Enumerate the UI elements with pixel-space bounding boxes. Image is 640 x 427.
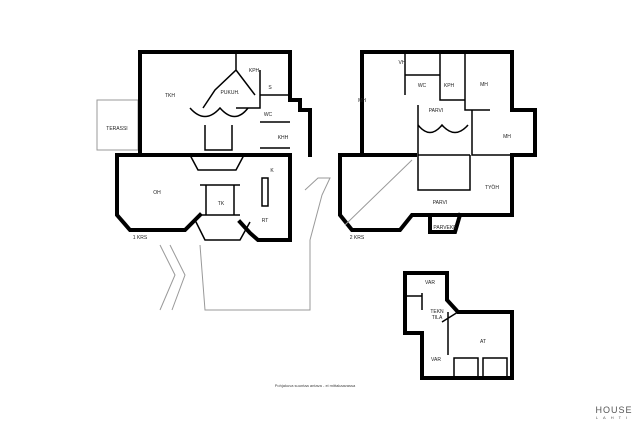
room-label-tk: TK — [218, 201, 225, 207]
room-label-khh: KHH — [278, 135, 289, 141]
room-label-s: S — [268, 85, 272, 91]
room-label-tekn: TEKN — [430, 309, 444, 315]
floor-2-title: 2 KRS — [350, 235, 365, 241]
room-label-mh-3: MH — [503, 134, 511, 140]
logo-line-2: LAHTI — [595, 415, 633, 420]
room-label-wc: WC — [264, 112, 273, 118]
basement-plan — [403, 271, 514, 380]
room-label-at: AT — [480, 339, 486, 345]
logo-line-1: HOUSE — [595, 405, 633, 415]
room-label-mh-2: MH — [480, 82, 488, 88]
room-label-oh: OH — [153, 190, 161, 196]
room-label-var-1: VAR — [425, 280, 435, 286]
room-label-parveke: PARVEKE — [433, 225, 457, 231]
room-label-wc-2: WC — [418, 83, 427, 89]
room-label-pukuh: PUKUH. — [221, 90, 240, 96]
floor-1-plan — [96, 50, 331, 311]
room-label-terassi: TERASSI — [106, 126, 127, 132]
room-label-kph: KPH — [249, 68, 260, 74]
room-label-var-2: VAR — [431, 357, 441, 363]
room-label-k: K — [270, 168, 274, 174]
room-label-parvi-1: PARVI — [429, 108, 444, 114]
room-label-vh: VH — [399, 60, 406, 66]
footnote: Pohjakuva suuntaa antava - ei mittakaava… — [274, 383, 356, 388]
room-label-tila: TILA — [432, 315, 443, 321]
terrace-outline — [96, 99, 139, 151]
room-label-tyoh: TYÖH — [485, 184, 499, 191]
room-label-mh-1: MH — [358, 98, 366, 104]
house-lahti-logo: HOUSE LAHTI — [590, 406, 638, 421]
floor-2-plan — [338, 50, 537, 234]
room-label-parvi-2: PARVI — [433, 200, 448, 206]
room-label-tkh: TKH — [165, 93, 175, 99]
room-label-rt: RT — [262, 218, 269, 224]
floor-1-title: 1 KRS — [133, 235, 148, 241]
room-label-kph-2: KPH — [444, 83, 455, 89]
